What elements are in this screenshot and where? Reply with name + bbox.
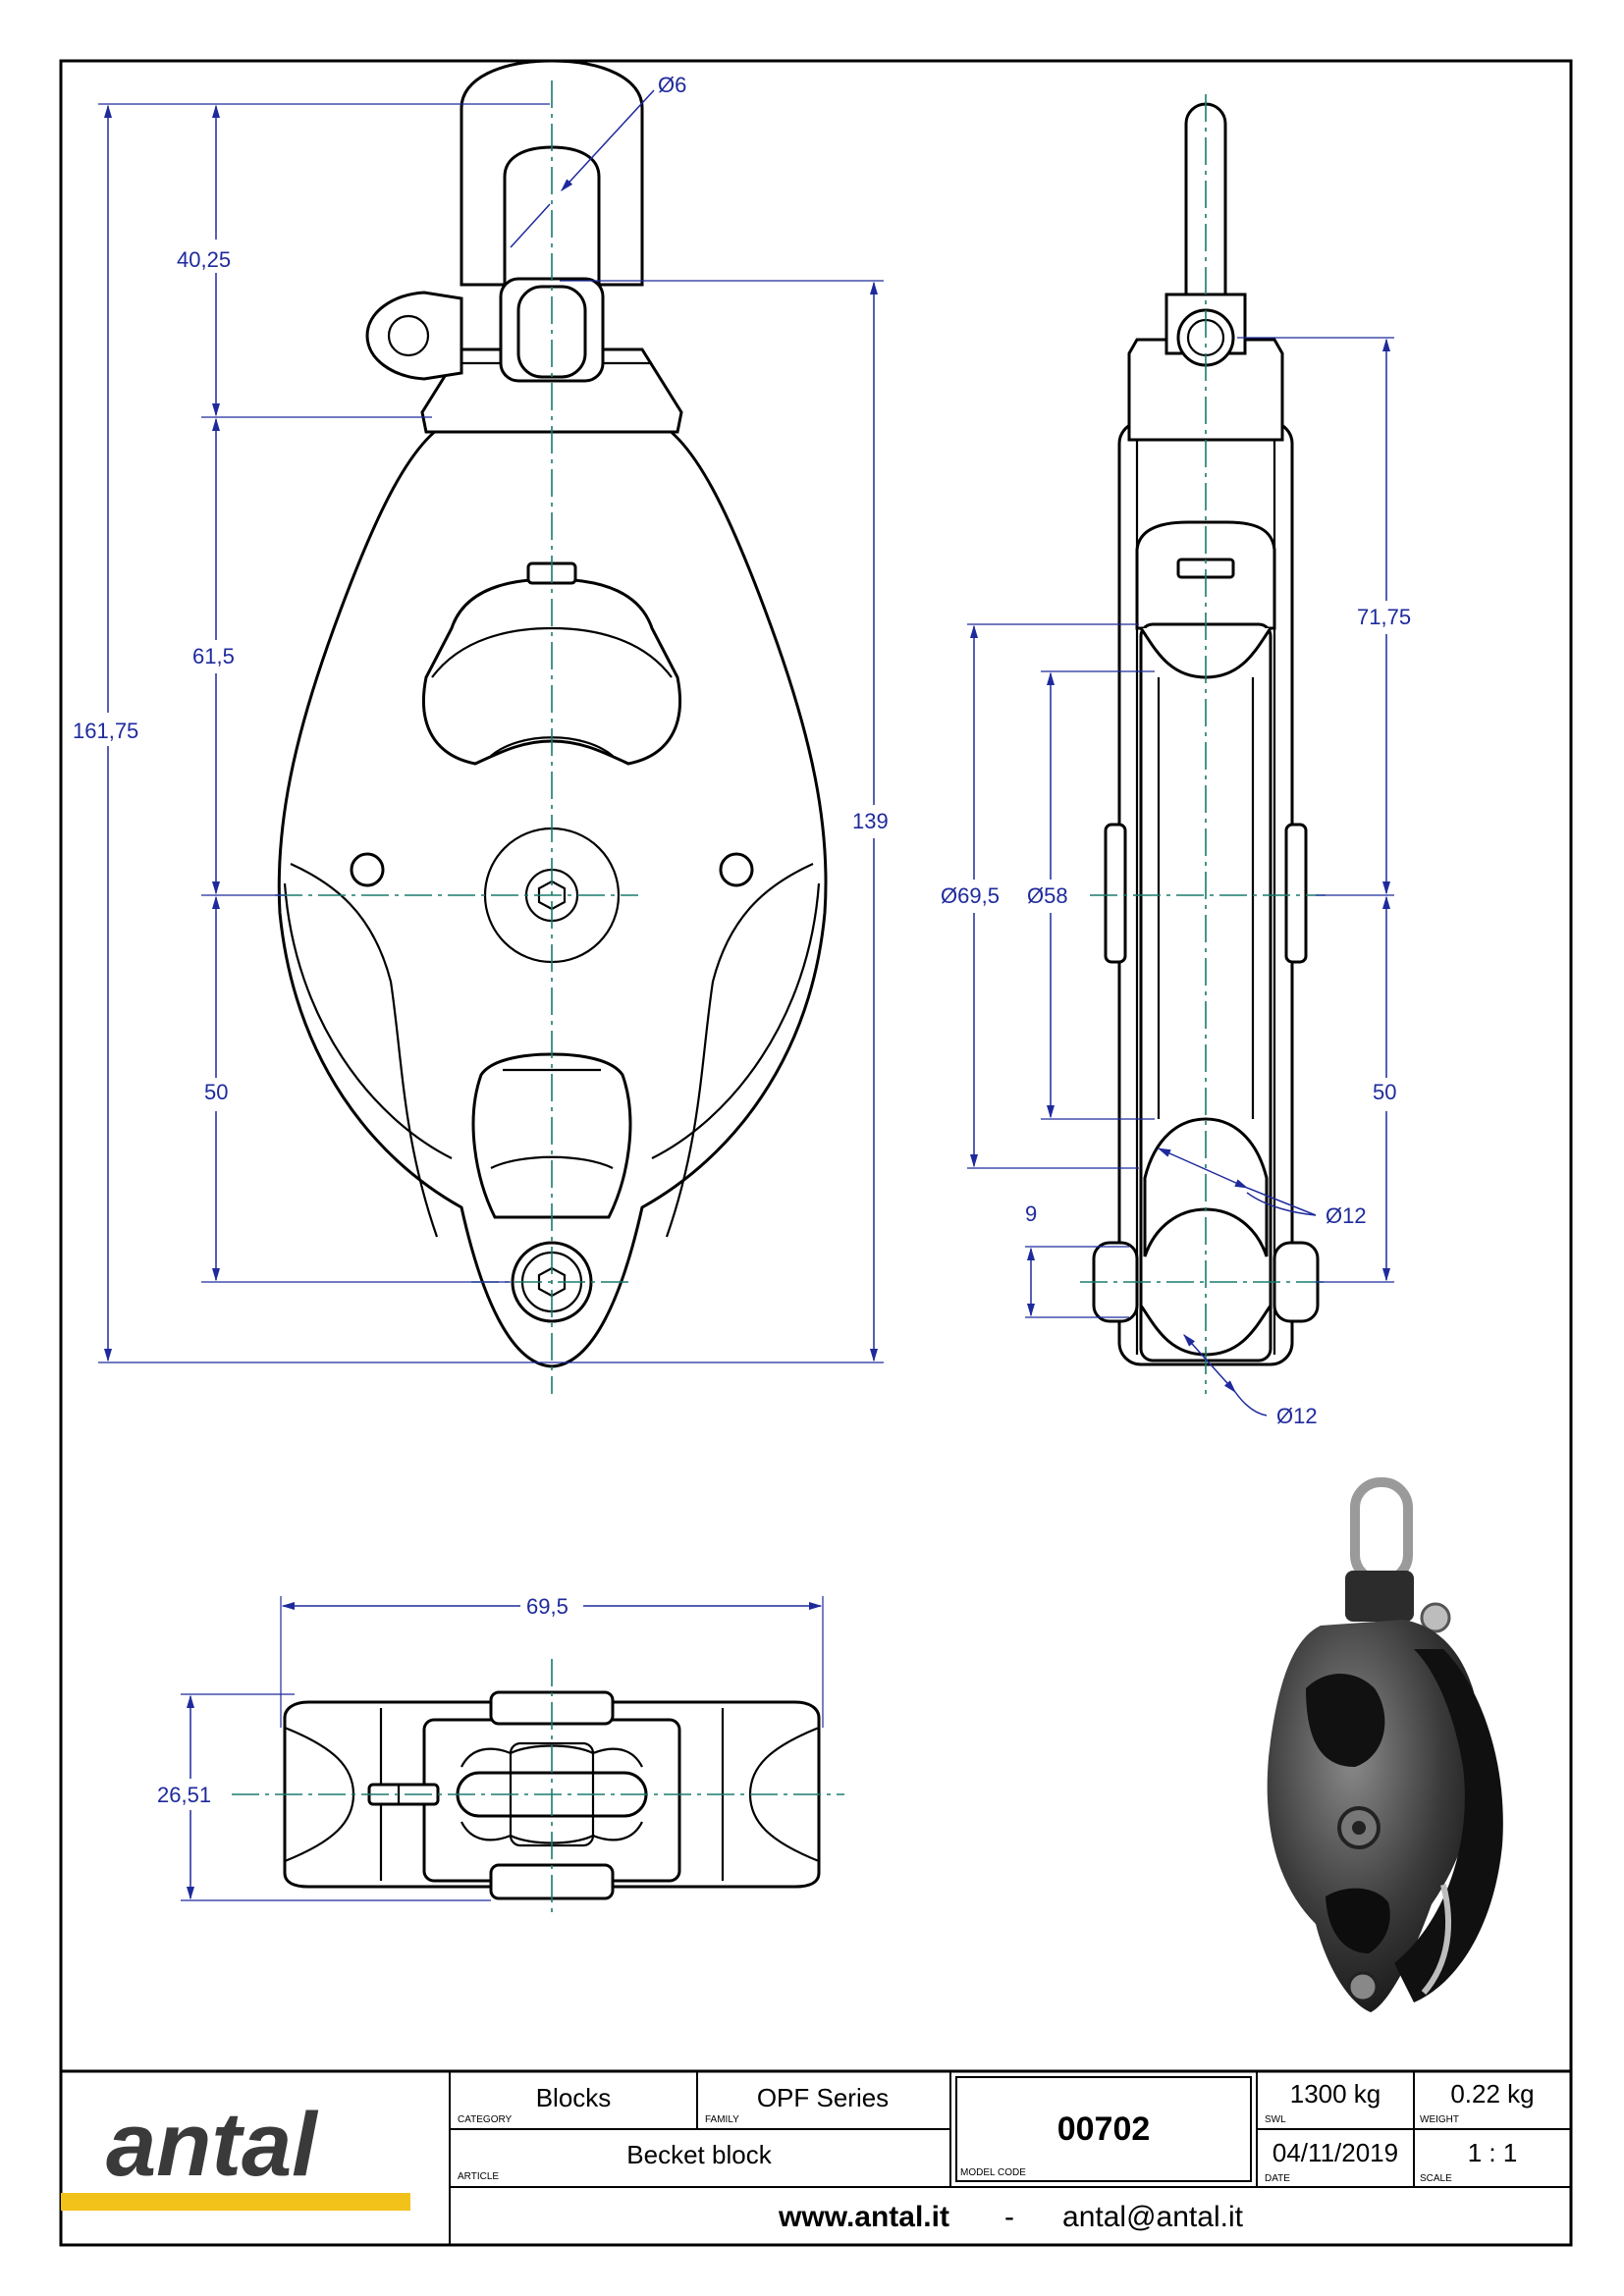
weight-value: 0.22 kg xyxy=(1450,2079,1534,2109)
dim-lower: 50 xyxy=(1373,1080,1396,1104)
side-view-dimensions: 71,75 50 Ø69,5 Ø58 9 Ø12 Ø12 xyxy=(939,601,1420,1428)
front-view xyxy=(98,59,884,1394)
website-link[interactable]: www.antal.it xyxy=(778,2201,949,2233)
dim-lower-segment: 50 xyxy=(204,1080,228,1104)
email-link[interactable]: antal@antal.it xyxy=(1062,2201,1244,2233)
date-label: DATE xyxy=(1265,2173,1290,2184)
article-label: ARTICLE xyxy=(458,2171,499,2182)
logo-yellow-bar xyxy=(61,2193,410,2211)
front-view-dimensions: 40,25 61,5 50 161,75 139 Ø6 xyxy=(71,73,899,1111)
swl-value: 1300 kg xyxy=(1290,2079,1381,2109)
dim-becket-offset: 9 xyxy=(1025,1201,1037,1226)
scale-value: 1 : 1 xyxy=(1468,2138,1518,2167)
product-render-image xyxy=(1267,1477,1503,2012)
dim-overall-height: 161,75 xyxy=(73,719,138,743)
swl-label: SWL xyxy=(1265,2114,1286,2125)
title-block: antal Blocks CATEGORY OPF Series FAMILY … xyxy=(61,2069,1571,2245)
category-value: Blocks xyxy=(536,2083,612,2112)
category-label: CATEGORY xyxy=(458,2114,513,2125)
date-value: 04/11/2019 xyxy=(1272,2138,1398,2167)
dim-sheave-groove: Ø58 xyxy=(1027,883,1068,908)
dim-body-height: 139 xyxy=(852,809,889,833)
dim-upper: 71,75 xyxy=(1357,605,1411,629)
dim-width: 69,5 xyxy=(526,1594,568,1619)
footer-separator: - xyxy=(1004,2201,1014,2233)
top-view xyxy=(181,1596,844,1914)
dim-mid-segment: 61,5 xyxy=(192,644,235,668)
dim-sheave-outer: Ø69,5 xyxy=(941,883,1000,908)
dim-shackle-pin: Ø6 xyxy=(658,73,686,97)
scale-label: SCALE xyxy=(1420,2173,1452,2184)
dim-thickness: 26,51 xyxy=(157,1783,211,1807)
top-view-dimensions: 69,5 26,51 xyxy=(155,1590,583,1810)
antal-logo: antal xyxy=(106,2095,319,2195)
dim-top-segment: 40,25 xyxy=(177,247,231,272)
dim-rope-dia-2: Ø12 xyxy=(1276,1404,1318,1428)
model-code-value: 00702 xyxy=(1057,2110,1151,2148)
side-view xyxy=(967,94,1394,1416)
family-value: OPF Series xyxy=(757,2083,889,2112)
dim-rope-dia-1: Ø12 xyxy=(1326,1203,1367,1228)
weight-label: WEIGHT xyxy=(1420,2114,1459,2125)
model-code-label: MODEL CODE xyxy=(960,2167,1026,2178)
drawing-frame xyxy=(59,59,1573,2247)
family-label: FAMILY xyxy=(705,2114,739,2125)
article-value: Becket block xyxy=(626,2140,772,2169)
